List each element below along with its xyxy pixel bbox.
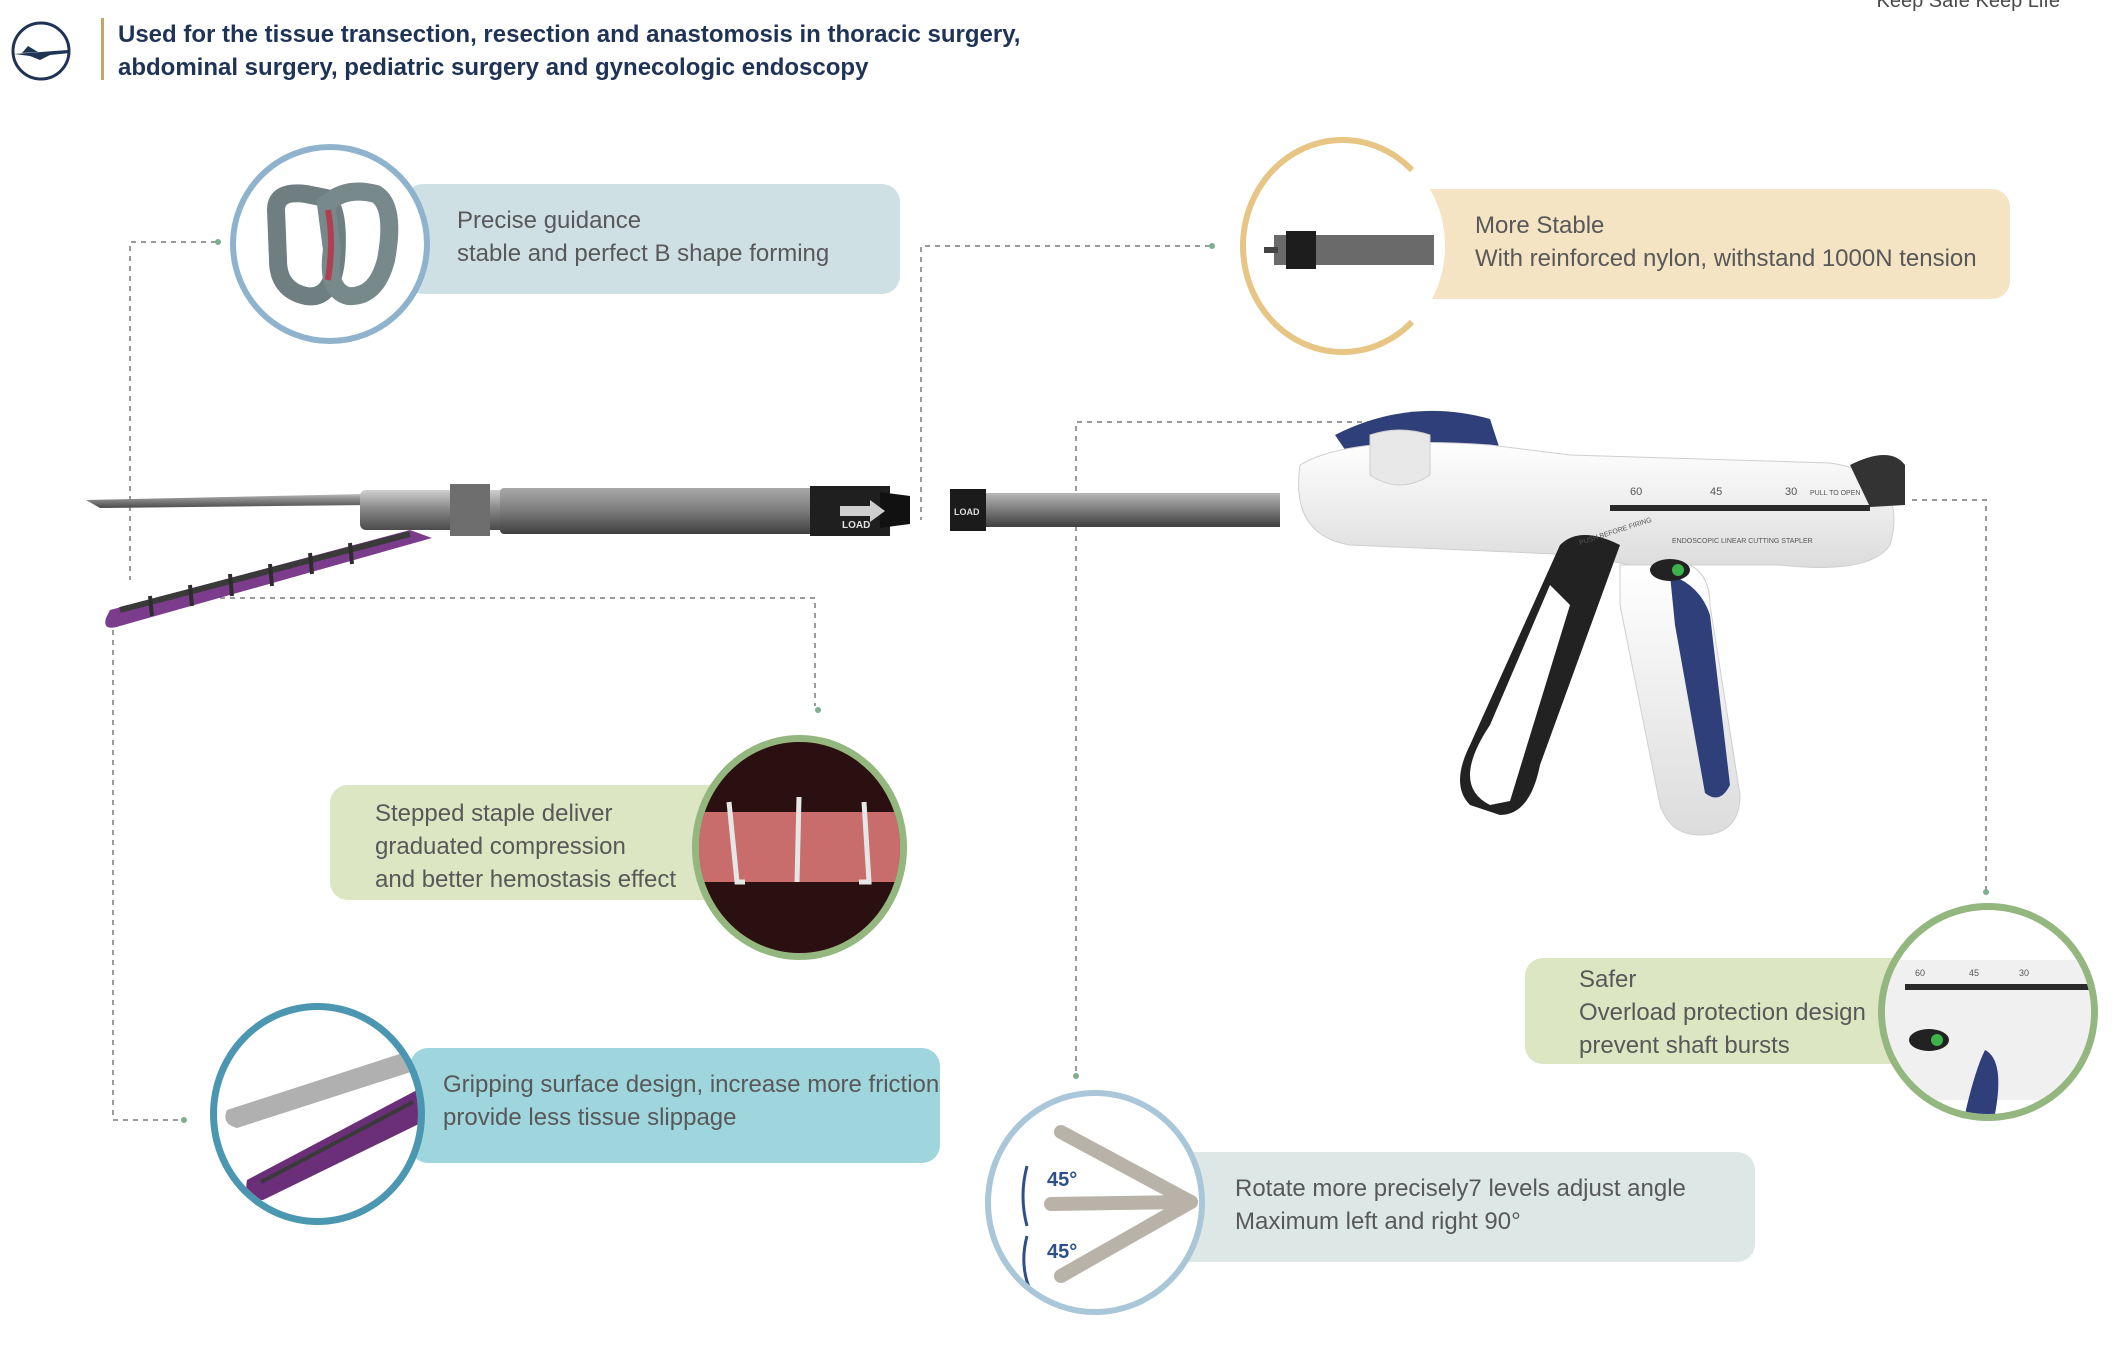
handle-closeup-icon: 60 45 30 — [1885, 960, 2091, 1114]
load-label-left: LOAD — [842, 520, 870, 531]
feature-stable-desc: With reinforced nylon, withstand 1000N t… — [1475, 245, 1977, 272]
safer-scale-60: 60 — [1915, 968, 1925, 978]
feature-rotate-line1: Rotate more precisely7 levels adjust ang… — [1235, 1175, 1686, 1202]
feature-safer-line3: prevent shaft bursts — [1579, 1032, 1790, 1059]
stepped-image — [692, 735, 907, 960]
feature-rotate: Rotate more precisely7 levels adjust ang… — [1150, 1152, 1755, 1262]
load-arrow-icon — [840, 500, 885, 522]
page-title: Used for the tissue transection, resecti… — [118, 18, 1068, 84]
brand-logo — [10, 20, 72, 82]
stapler-handle: LOAD 60 45 30 PULL TO OPEN PUSH BEFORE F… — [950, 410, 1905, 836]
safer-scale-30: 30 — [2019, 968, 2029, 978]
connector-rotate — [1075, 421, 1372, 1076]
feature-stepped: Stepped staple deliver graduated compres… — [330, 785, 730, 900]
shaft-tip-icon — [1264, 231, 1434, 269]
feature-gripping: Gripping surface design, increase more f… — [410, 1048, 940, 1163]
feature-stable: More Stable With reinforced nylon, withs… — [1395, 189, 2010, 299]
connector-guidance — [129, 241, 216, 580]
stapler-jaw-assembly: LOAD — [86, 484, 910, 628]
connector-stepped — [210, 597, 816, 706]
connector-stable — [920, 245, 1210, 520]
b-staple-icon — [266, 182, 399, 306]
scale-45: 45 — [1710, 486, 1722, 498]
angle-bottom-label: 45° — [1047, 1241, 1077, 1263]
airplane-logo-icon — [11, 21, 71, 81]
brand-label: ENDOSCOPIC LINEAR CUTTING STAPLER — [1672, 538, 1813, 545]
pull-to-open-label: PULL TO OPEN — [1810, 490, 1860, 497]
load-label-right: LOAD — [954, 507, 980, 517]
angle-top-label: 45° — [1047, 1169, 1077, 1191]
tagline: Keep Safe Keep Life — [1876, 0, 2060, 12]
scale-60: 60 — [1630, 486, 1642, 498]
title-line-1: Used for the tissue transection, resecti… — [118, 21, 1021, 48]
title-line-2: abdominal surgery, pediatric surgery and… — [118, 54, 869, 81]
feature-stepped-line1: Stepped staple deliver — [375, 800, 613, 827]
jaw-grip-icon — [225, 1050, 418, 1200]
pull-knob — [1850, 455, 1905, 507]
gripping-image — [210, 1003, 425, 1225]
feature-safer: Safer Overload protection design prevent… — [1525, 958, 1910, 1064]
header-divider — [101, 18, 104, 80]
rotate-image: 45° 45° — [985, 1090, 1205, 1315]
feature-stepped-line2: graduated compression — [375, 833, 626, 860]
rotation-angle-icon: 45° 45° — [1021, 1125, 1198, 1293]
tissue-staple-icon — [699, 742, 900, 953]
feature-gripping-line1: Gripping surface design, increase more f… — [443, 1071, 940, 1098]
feature-guidance: Precise guidance stable and perfect B sh… — [405, 184, 900, 294]
safer-image: 60 45 30 — [1878, 903, 2098, 1121]
feature-stable-title: More Stable — [1475, 212, 1605, 239]
feature-rotate-line2: Maximum left and right 90° — [1235, 1208, 1521, 1235]
status-indicator-icon — [1672, 564, 1684, 576]
feature-guidance-title: Precise guidance — [457, 207, 642, 234]
feature-gripping-line2: provide less tissue slippage — [443, 1104, 737, 1131]
safer-scale-45: 45 — [1969, 968, 1979, 978]
scale-30: 30 — [1785, 486, 1797, 498]
connector-gripping — [112, 630, 182, 1121]
connector-safer — [1912, 499, 1987, 890]
feature-safer-line2: Overload protection design — [1579, 999, 1866, 1026]
stable-image — [1240, 137, 1445, 355]
feature-stepped-line3: and better hemostasis effect — [375, 866, 677, 893]
guidance-image — [230, 144, 430, 344]
feature-guidance-desc: stable and perfect B shape forming — [457, 240, 830, 267]
feature-safer-line1: Safer — [1579, 966, 1637, 993]
